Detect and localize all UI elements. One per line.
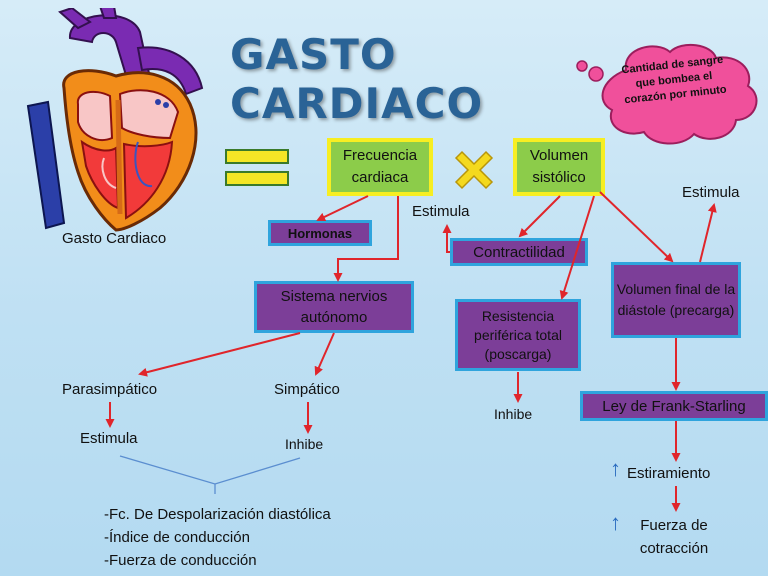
inhibe-label-right: Inhibe [494, 406, 533, 422]
estimula-label-mid: Estimula [412, 203, 470, 220]
contractilidad-box: Contractilidad [450, 238, 588, 266]
equals-icon [225, 149, 289, 186]
heart-illustration [26, 8, 204, 232]
frecuencia-cardiaca-box: Frecuencia cardiaca [327, 138, 433, 196]
estiramiento-label: Estiramiento [627, 465, 711, 482]
sistema-nervioso-box: Sistema nervios autónomo [254, 281, 414, 333]
multiply-x-icon [454, 150, 494, 190]
arrow-contractilidad-estimula [442, 224, 452, 253]
resistencia-periferica-box: Resistencia periférica total (poscarga) [455, 299, 581, 371]
page-title: GASTO CARDIACO [230, 30, 484, 128]
inhibe-label-left: Inhibe [285, 436, 324, 452]
parasimpatico-label: Parasimpático [62, 381, 158, 398]
estimula-label-left: Estimula [80, 430, 138, 447]
simpatico-label: Simpático [274, 381, 340, 398]
effect-item: -Fc. De Despolarización diastólica [104, 506, 331, 523]
volumen-final-box: Volumen final de la diástole (precarga) [611, 262, 741, 338]
brace-connector [119, 455, 301, 485]
arrow-frecuencia-hormonas [316, 195, 369, 222]
effect-item: -Fuerza de conducción [104, 552, 257, 569]
arrow-volumen-volumen-final [599, 191, 674, 263]
arrow-sistema-parasimpatico [138, 332, 301, 377]
volumen-sistolico-box: Volumen sistólico [513, 138, 605, 196]
estimula-label-right: Estimula [682, 184, 740, 201]
arrow-sistema-simpatico [314, 332, 335, 376]
effect-item: -Índice de conducción [104, 529, 250, 546]
arrow-volumen-contractilidad [518, 195, 561, 238]
arrow-volumen-resistencia [559, 195, 595, 300]
up-arrow-fuerza: ↑ [610, 510, 621, 535]
hormonas-box: Hormonas [268, 220, 372, 246]
frank-starling-box: Ley de Frank-Starling [580, 391, 768, 421]
thought-cloud-icon [576, 43, 758, 145]
arrow-frecuencia-sistema [333, 196, 399, 282]
arrow-volumen-final-estimula [699, 203, 717, 263]
fuerza-contraccion-label: Fuerza de cotracción [639, 517, 709, 557]
up-arrow-estiramiento: ↑ [610, 456, 621, 481]
heart-label: Gasto Cardiaco [62, 230, 167, 247]
